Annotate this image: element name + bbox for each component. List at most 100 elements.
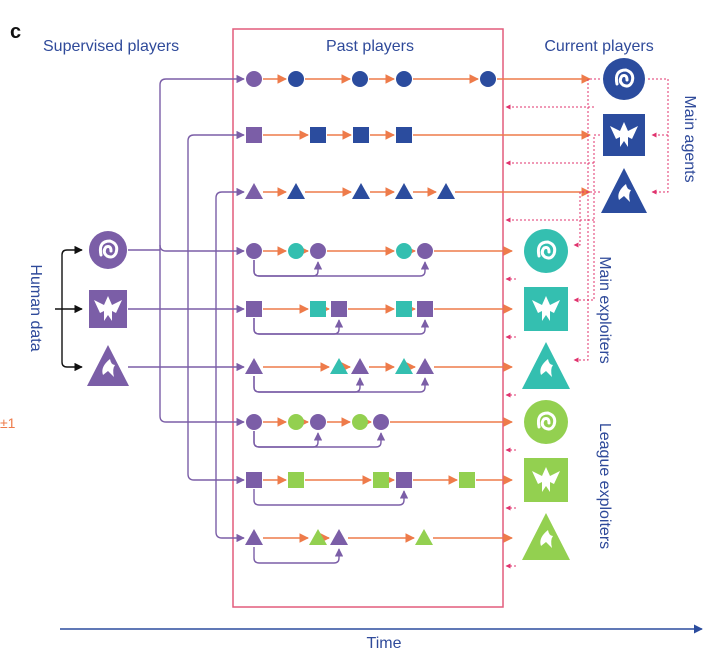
snapshot [396,301,412,317]
snapshot [459,472,475,488]
snapshot [288,414,304,430]
snapshot-supervised [245,183,263,199]
past-players-box [232,28,504,608]
zerg-glyph [614,68,635,88]
main_exploiters-terran-row [246,301,513,335]
protoss-glyph [540,530,553,548]
main_agents-zerg-row [246,71,591,87]
main-agents-label: Main agents [681,95,698,182]
reset-arrow [253,376,430,393]
snapshot-supervised [245,358,263,374]
protoss-glyph [618,184,631,202]
protoss-glyph [540,359,553,377]
plus-minus-label: ±1 [0,415,16,431]
supervised-zerg-player [89,231,127,269]
supervised-terran-player [89,290,127,328]
current-main_agents-protoss [601,168,647,213]
zerg-glyph [536,411,557,431]
reset-arrow [253,318,344,335]
snapshot [310,301,326,317]
snapshot [437,183,455,199]
snapshot [373,472,389,488]
human-data-arrows [55,245,83,372]
protoss-glyph [102,359,115,377]
snapshot-reset [351,358,369,374]
current-main_exploiters-zerg [524,229,568,273]
player-icons [87,58,647,560]
supervised-branch [215,531,245,543]
supervised-branch [215,187,245,199]
snapshot [396,71,412,87]
snapshot-supervised [246,414,262,430]
supervised-players-header: Supervised players [43,38,179,55]
current-league_exploiters-zerg [524,400,568,444]
supervised-branch [159,415,245,427]
snapshot [288,472,304,488]
snapshot-reset [331,301,347,317]
current-main_agents-zerg [603,58,645,100]
terran-glyph [610,122,638,147]
snapshot [352,183,370,199]
snapshot-supervised [245,529,263,545]
reset-arrow [253,431,323,448]
current-players-header: Current players [544,38,653,55]
supervised-branch [159,74,245,86]
snapshot [480,71,496,87]
reset-arrow [253,547,344,564]
reset-arrow [253,489,409,506]
zerg-glyph [98,239,119,259]
past-players-header: Past players [326,38,414,55]
exploiter-target [573,78,600,363]
snapshot [352,71,368,87]
zerg-glyph [536,240,557,260]
terran-glyph [532,467,560,492]
player-rows [245,71,591,564]
snapshot-supervised [246,71,262,87]
human-data-label: Human data [27,264,44,351]
league-exploiters-label: League exploiters [596,423,613,549]
snapshot [352,414,368,430]
supervised-branch [159,244,245,256]
snapshot-reset [310,414,326,430]
main_exploiters-zerg-row [246,243,513,277]
zerg-icon [524,400,568,444]
snapshot [396,243,412,259]
snapshot [288,243,304,259]
snapshot [395,358,413,374]
snapshot-supervised [246,301,262,317]
terran-glyph [532,296,560,321]
snapshot-reset [396,472,412,488]
snapshot-reset [417,301,433,317]
snapshot-reset [416,358,434,374]
reset-arrow [253,376,365,393]
current-league_exploiters-terran [524,458,568,502]
snapshot-reset [373,414,389,430]
main_agents-protoss-row [245,183,591,199]
snapshot [395,183,413,199]
exploiter-target [573,191,600,248]
current-main_exploiters-terran [524,287,568,331]
snapshot [396,127,412,143]
snapshot [330,358,348,374]
current-main_exploiters-protoss [522,342,570,389]
time-label: Time [367,635,402,648]
league_exploiters-terran-row [246,472,513,506]
snapshot-supervised [246,472,262,488]
reset-arrow [253,260,323,277]
snapshot [288,71,304,87]
league_exploiters-zerg-row [246,414,513,448]
zerg-icon [524,229,568,273]
terran-glyph [94,296,122,321]
zerg-icon [603,58,645,100]
snapshot-supervised [246,127,262,143]
main_exploiters-protoss-row [245,358,513,393]
reset-arrow [253,431,386,448]
reset-arrow [253,260,430,277]
snapshot-reset [417,243,433,259]
snapshot [415,529,433,545]
supervised-connections [128,74,245,543]
match-feedback-arrows [505,78,669,569]
current-league_exploiters-protoss [522,513,570,560]
main_agents-terran-row [246,127,591,143]
